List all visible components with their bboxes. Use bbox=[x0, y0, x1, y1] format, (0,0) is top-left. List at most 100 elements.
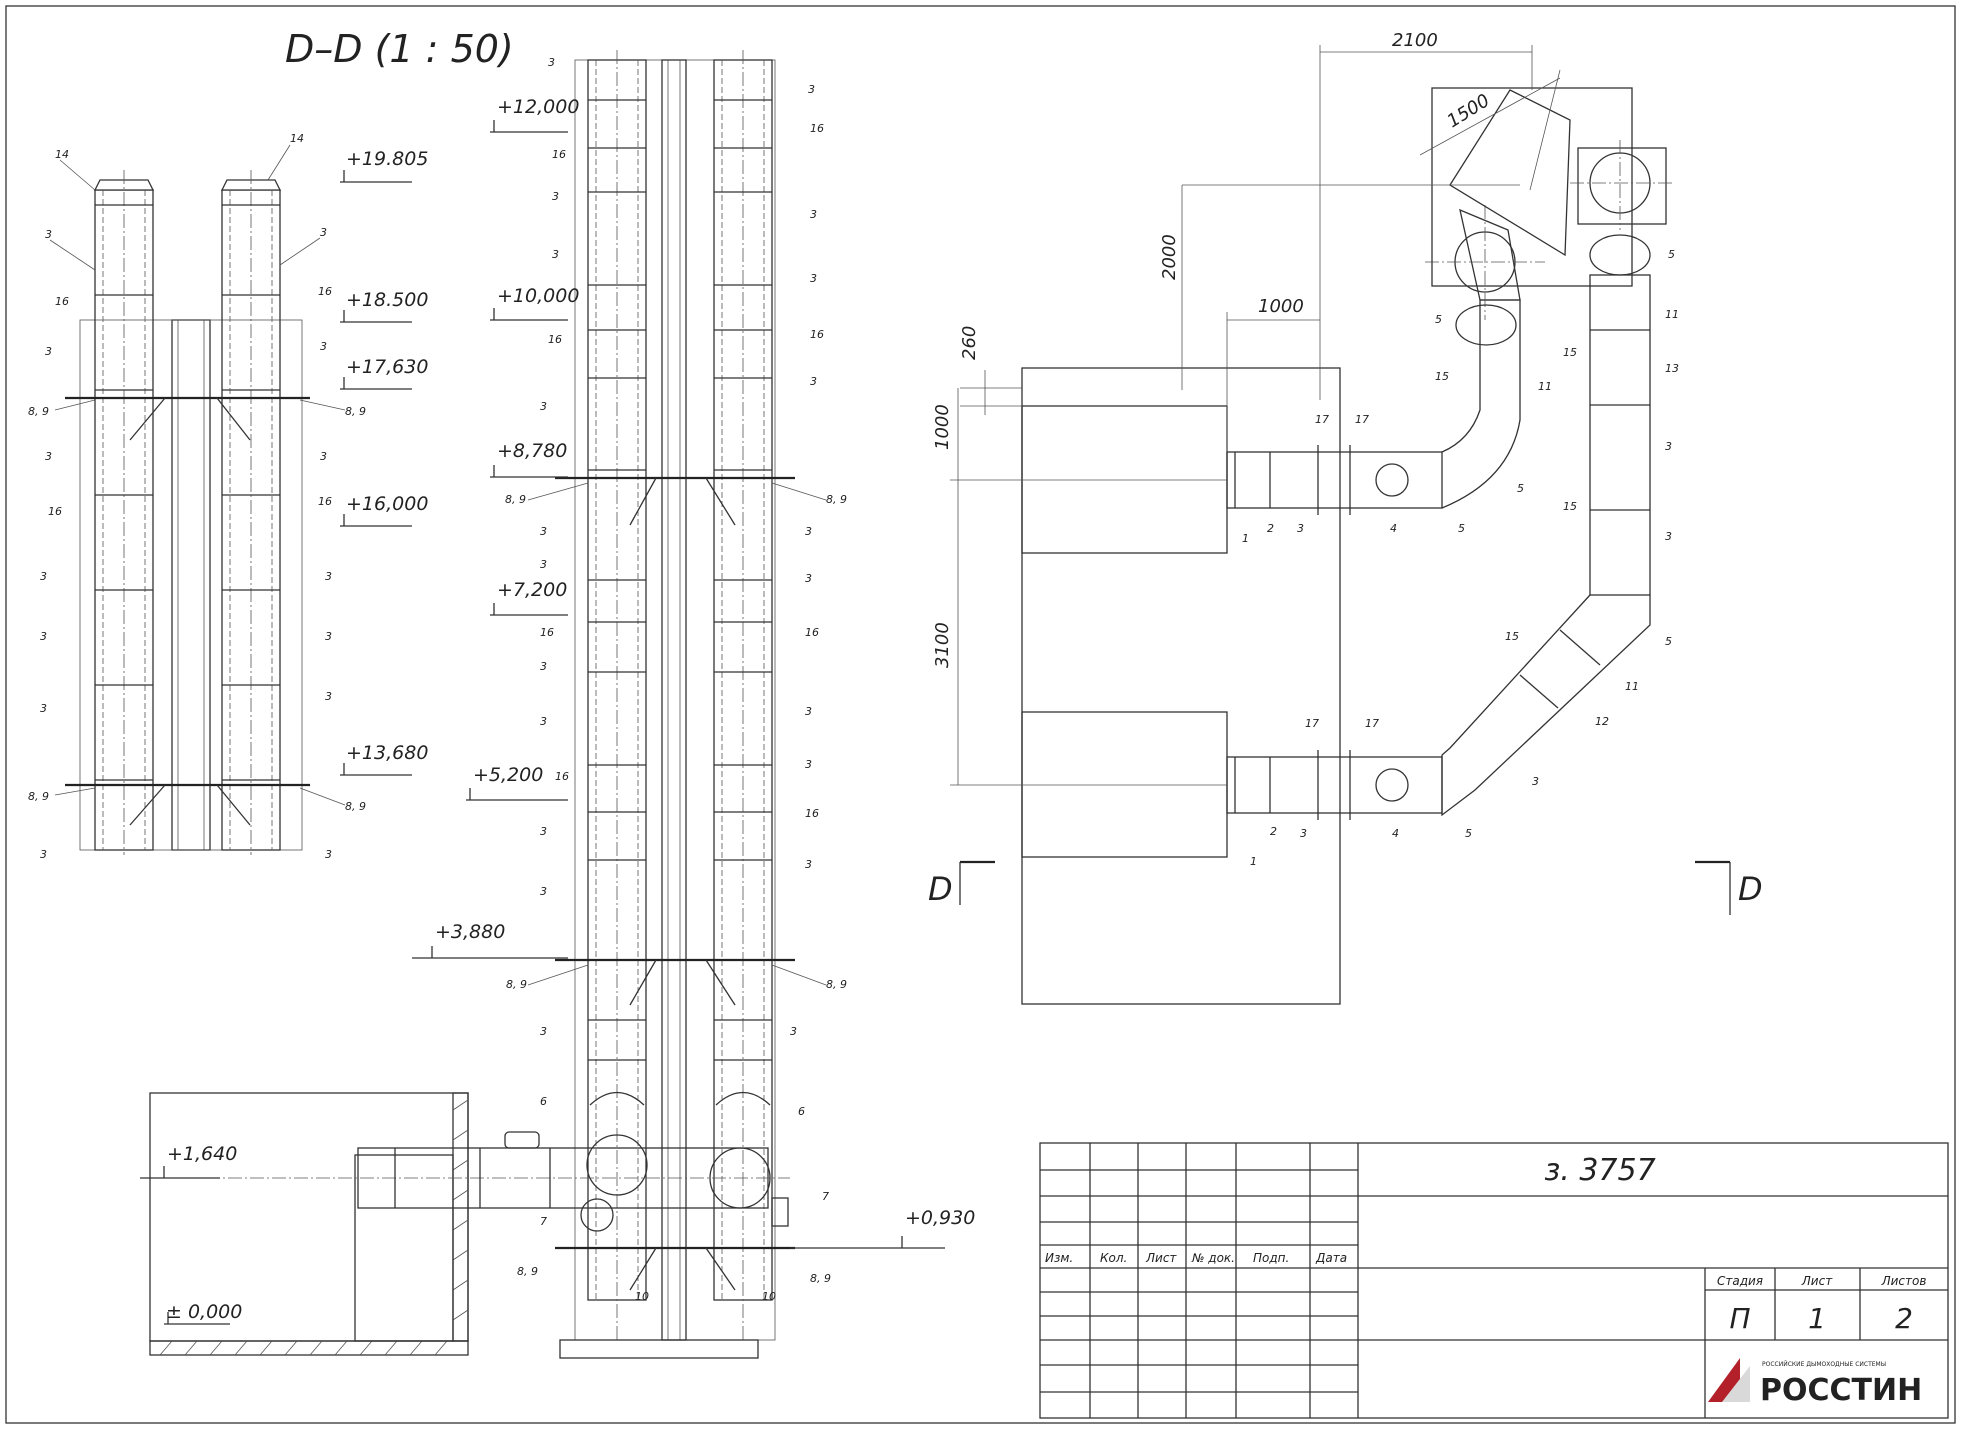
callout: 3 bbox=[805, 572, 812, 585]
callout: 3 bbox=[540, 825, 547, 838]
left-support-lower bbox=[65, 783, 310, 826]
callout: 3 bbox=[552, 248, 559, 261]
callout: 3 bbox=[45, 345, 52, 358]
callout: 14 bbox=[55, 148, 69, 161]
base-plate bbox=[559, 1339, 759, 1359]
callout: 17 bbox=[1365, 717, 1379, 730]
building-outline bbox=[1021, 367, 1341, 1005]
company-name: РОССТИН bbox=[1760, 1373, 1922, 1408]
callout: 2 bbox=[1267, 522, 1274, 535]
sheet-value: 1 bbox=[1808, 1302, 1826, 1335]
callout: 16 bbox=[810, 328, 824, 341]
middle-support-3 bbox=[555, 1246, 795, 1291]
callout: 11 bbox=[1665, 308, 1679, 321]
boiler-unit bbox=[354, 1154, 454, 1342]
section-mark-right: D bbox=[1738, 870, 1763, 908]
callout: 3 bbox=[540, 525, 547, 538]
callout: 8, 9 bbox=[506, 978, 527, 991]
callout: 8, 9 bbox=[810, 1272, 831, 1285]
callout: 3 bbox=[325, 848, 332, 861]
callout: 3 bbox=[808, 83, 815, 96]
left-callouts: 14 14 3 3 16 16 3 3 8, 9 8, 9 3 3 16 16 … bbox=[28, 132, 366, 861]
upper-elbow bbox=[1441, 299, 1521, 509]
callout: 5 bbox=[1465, 827, 1472, 840]
level-5200: +5,200 bbox=[473, 764, 543, 786]
dim-2000: 2000 bbox=[1159, 234, 1180, 280]
level-10000: +10,000 bbox=[497, 285, 579, 307]
level-13680: +13,680 bbox=[346, 742, 428, 764]
level-16000: +16,000 bbox=[346, 493, 428, 515]
tee-opening bbox=[586, 1134, 648, 1196]
callout: 3 bbox=[40, 570, 47, 583]
header-podp: Подп. bbox=[1253, 1251, 1289, 1265]
callout: 10 bbox=[635, 1290, 649, 1303]
stage-label: Стадия bbox=[1717, 1274, 1763, 1288]
callout: 3 bbox=[540, 400, 547, 413]
callout: 16 bbox=[48, 505, 62, 518]
stage-value: П bbox=[1729, 1302, 1750, 1335]
callout: 11 bbox=[1538, 380, 1552, 393]
level-1640: +1,640 bbox=[167, 1143, 237, 1165]
boiler-upper bbox=[1021, 405, 1228, 554]
callout: 7 bbox=[822, 1190, 829, 1203]
callout: 3 bbox=[1665, 530, 1672, 543]
callout: 3 bbox=[1300, 827, 1307, 840]
title-block: з. 3757 Изм. Кол. Лист № док. Подп. Дата… bbox=[1039, 1142, 1949, 1419]
callout: 4 bbox=[1390, 522, 1397, 535]
dim-1500: 1500 bbox=[1444, 90, 1494, 132]
callout: 3 bbox=[810, 272, 817, 285]
left-view: +19.805 +18.500 +17,630 +16,000 +13,680 … bbox=[28, 132, 428, 861]
callout: 5 bbox=[1665, 635, 1672, 648]
drawing-code: з. 3757 bbox=[1544, 1153, 1655, 1188]
callout: 3 bbox=[45, 228, 52, 241]
callout: 15 bbox=[1563, 346, 1577, 359]
callout: 16 bbox=[805, 807, 819, 820]
callout: 3 bbox=[805, 525, 812, 538]
callout: 3 bbox=[325, 630, 332, 643]
lower-flue-plan bbox=[1226, 756, 1443, 814]
callout: 17 bbox=[1305, 717, 1319, 730]
callout: 16 bbox=[55, 295, 69, 308]
callout: 11 bbox=[1625, 680, 1639, 693]
upper-flue-plan bbox=[1226, 451, 1443, 509]
level-0000: ± 0,000 bbox=[166, 1301, 242, 1323]
callout: 3 bbox=[810, 208, 817, 221]
dim-3100: 3100 bbox=[932, 622, 953, 668]
header-data: Дата bbox=[1315, 1251, 1347, 1265]
callout: 8, 9 bbox=[505, 493, 526, 506]
header-list: Лист bbox=[1145, 1251, 1177, 1265]
dim-1000-v: 1000 bbox=[932, 404, 953, 450]
company-logo: РОССИЙСКИЕ ДЫМОХОДНЫЕ СИСТЕМЫ РОССТИН bbox=[1708, 1358, 1922, 1408]
callout: 1 bbox=[1242, 532, 1249, 545]
callout: 8, 9 bbox=[345, 800, 366, 813]
callout: 3 bbox=[790, 1025, 797, 1038]
callout: 3 bbox=[540, 1025, 547, 1038]
callout: 3 bbox=[1665, 440, 1672, 453]
callout: 3 bbox=[805, 705, 812, 718]
callout: 3 bbox=[40, 630, 47, 643]
callout: 3 bbox=[320, 226, 327, 239]
middle-support-1 bbox=[555, 476, 795, 526]
callout: 16 bbox=[548, 333, 562, 346]
middle-levels: +12,000 +10,000 +8,780 +7,200 +5,200 +3,… bbox=[412, 96, 579, 959]
middle-callouts: 3 3 16 16 3 3 3 3 16 16 3 3 8, 9 8, 9 3 … bbox=[505, 56, 847, 1303]
boiler-room-view: +1,640 ± 0,000 +0,930 bbox=[140, 1092, 975, 1356]
dim-2100: 2100 bbox=[1392, 30, 1438, 51]
callout: 5 bbox=[1517, 482, 1524, 495]
plan-view: D D 2100 1500 2000 1000 260 1000 3100 bbox=[928, 30, 1763, 1005]
callout: 3 bbox=[325, 570, 332, 583]
callout: 3 bbox=[540, 715, 547, 728]
plan-dimensions: 2100 1500 2000 1000 260 1000 3100 bbox=[932, 30, 1533, 786]
level-3880: +3,880 bbox=[435, 921, 505, 943]
left-stack-cap bbox=[93, 179, 155, 191]
callout: 3 bbox=[40, 702, 47, 715]
level-7200: +7,200 bbox=[497, 579, 567, 601]
callout: 3 bbox=[548, 56, 555, 69]
level-18500: +18.500 bbox=[346, 289, 428, 311]
callout: 16 bbox=[318, 495, 332, 508]
callout: 16 bbox=[805, 626, 819, 639]
left-levels: +19.805 +18.500 +17,630 +16,000 +13,680 bbox=[340, 148, 428, 776]
callout: 3 bbox=[325, 690, 332, 703]
